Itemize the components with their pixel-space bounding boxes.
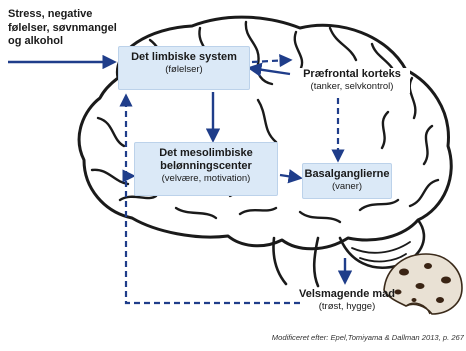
basal-title: Basalganglierne [303,168,391,181]
arrow-prefrontal-to-limbic [250,68,290,74]
prefrontal-title: Præfrontal korteks [294,68,410,81]
prefrontal-subtitle: (tanker, selvkontrol) [294,81,410,93]
mesolimbic-title-line-2: belønningscenter [135,160,277,173]
food-subtitle: (trøst, hygge) [298,301,396,313]
stressor-line-2: følelser, søvnmangel [8,22,117,36]
stressor-line-3: og alkohol [8,35,117,49]
arrow-mesolimbic-to-basal [280,175,300,178]
limbic-system-box: Det limbiske system (følelser) [118,46,250,90]
stressor-line-1: Stress, negative [8,8,117,22]
limbic-subtitle: (følelser) [119,64,249,76]
food-node: Velsmagende mad (trøst, hygge) [298,288,396,313]
limbic-title: Det limbiske system [119,51,249,64]
stressor-label: Stress, negative følelser, søvnmangel og… [8,8,117,49]
mesolimbic-box: Det mesolimbiske belønningscenter (velvæ… [134,142,278,196]
basal-subtitle: (vaner) [303,181,391,193]
mesolimbic-title-line-1: Det mesolimbiske [135,147,277,160]
mesolimbic-subtitle: (velvære, motivation) [135,173,277,185]
food-title: Velsmagende mad [298,288,396,301]
prefrontal-node: Præfrontal korteks (tanker, selvkontrol) [294,68,410,93]
citation: Modificeret efter: Epel,Tomiyama & Dallm… [228,333,464,342]
basal-ganglia-box: Basalganglierne (vaner) [302,163,392,199]
